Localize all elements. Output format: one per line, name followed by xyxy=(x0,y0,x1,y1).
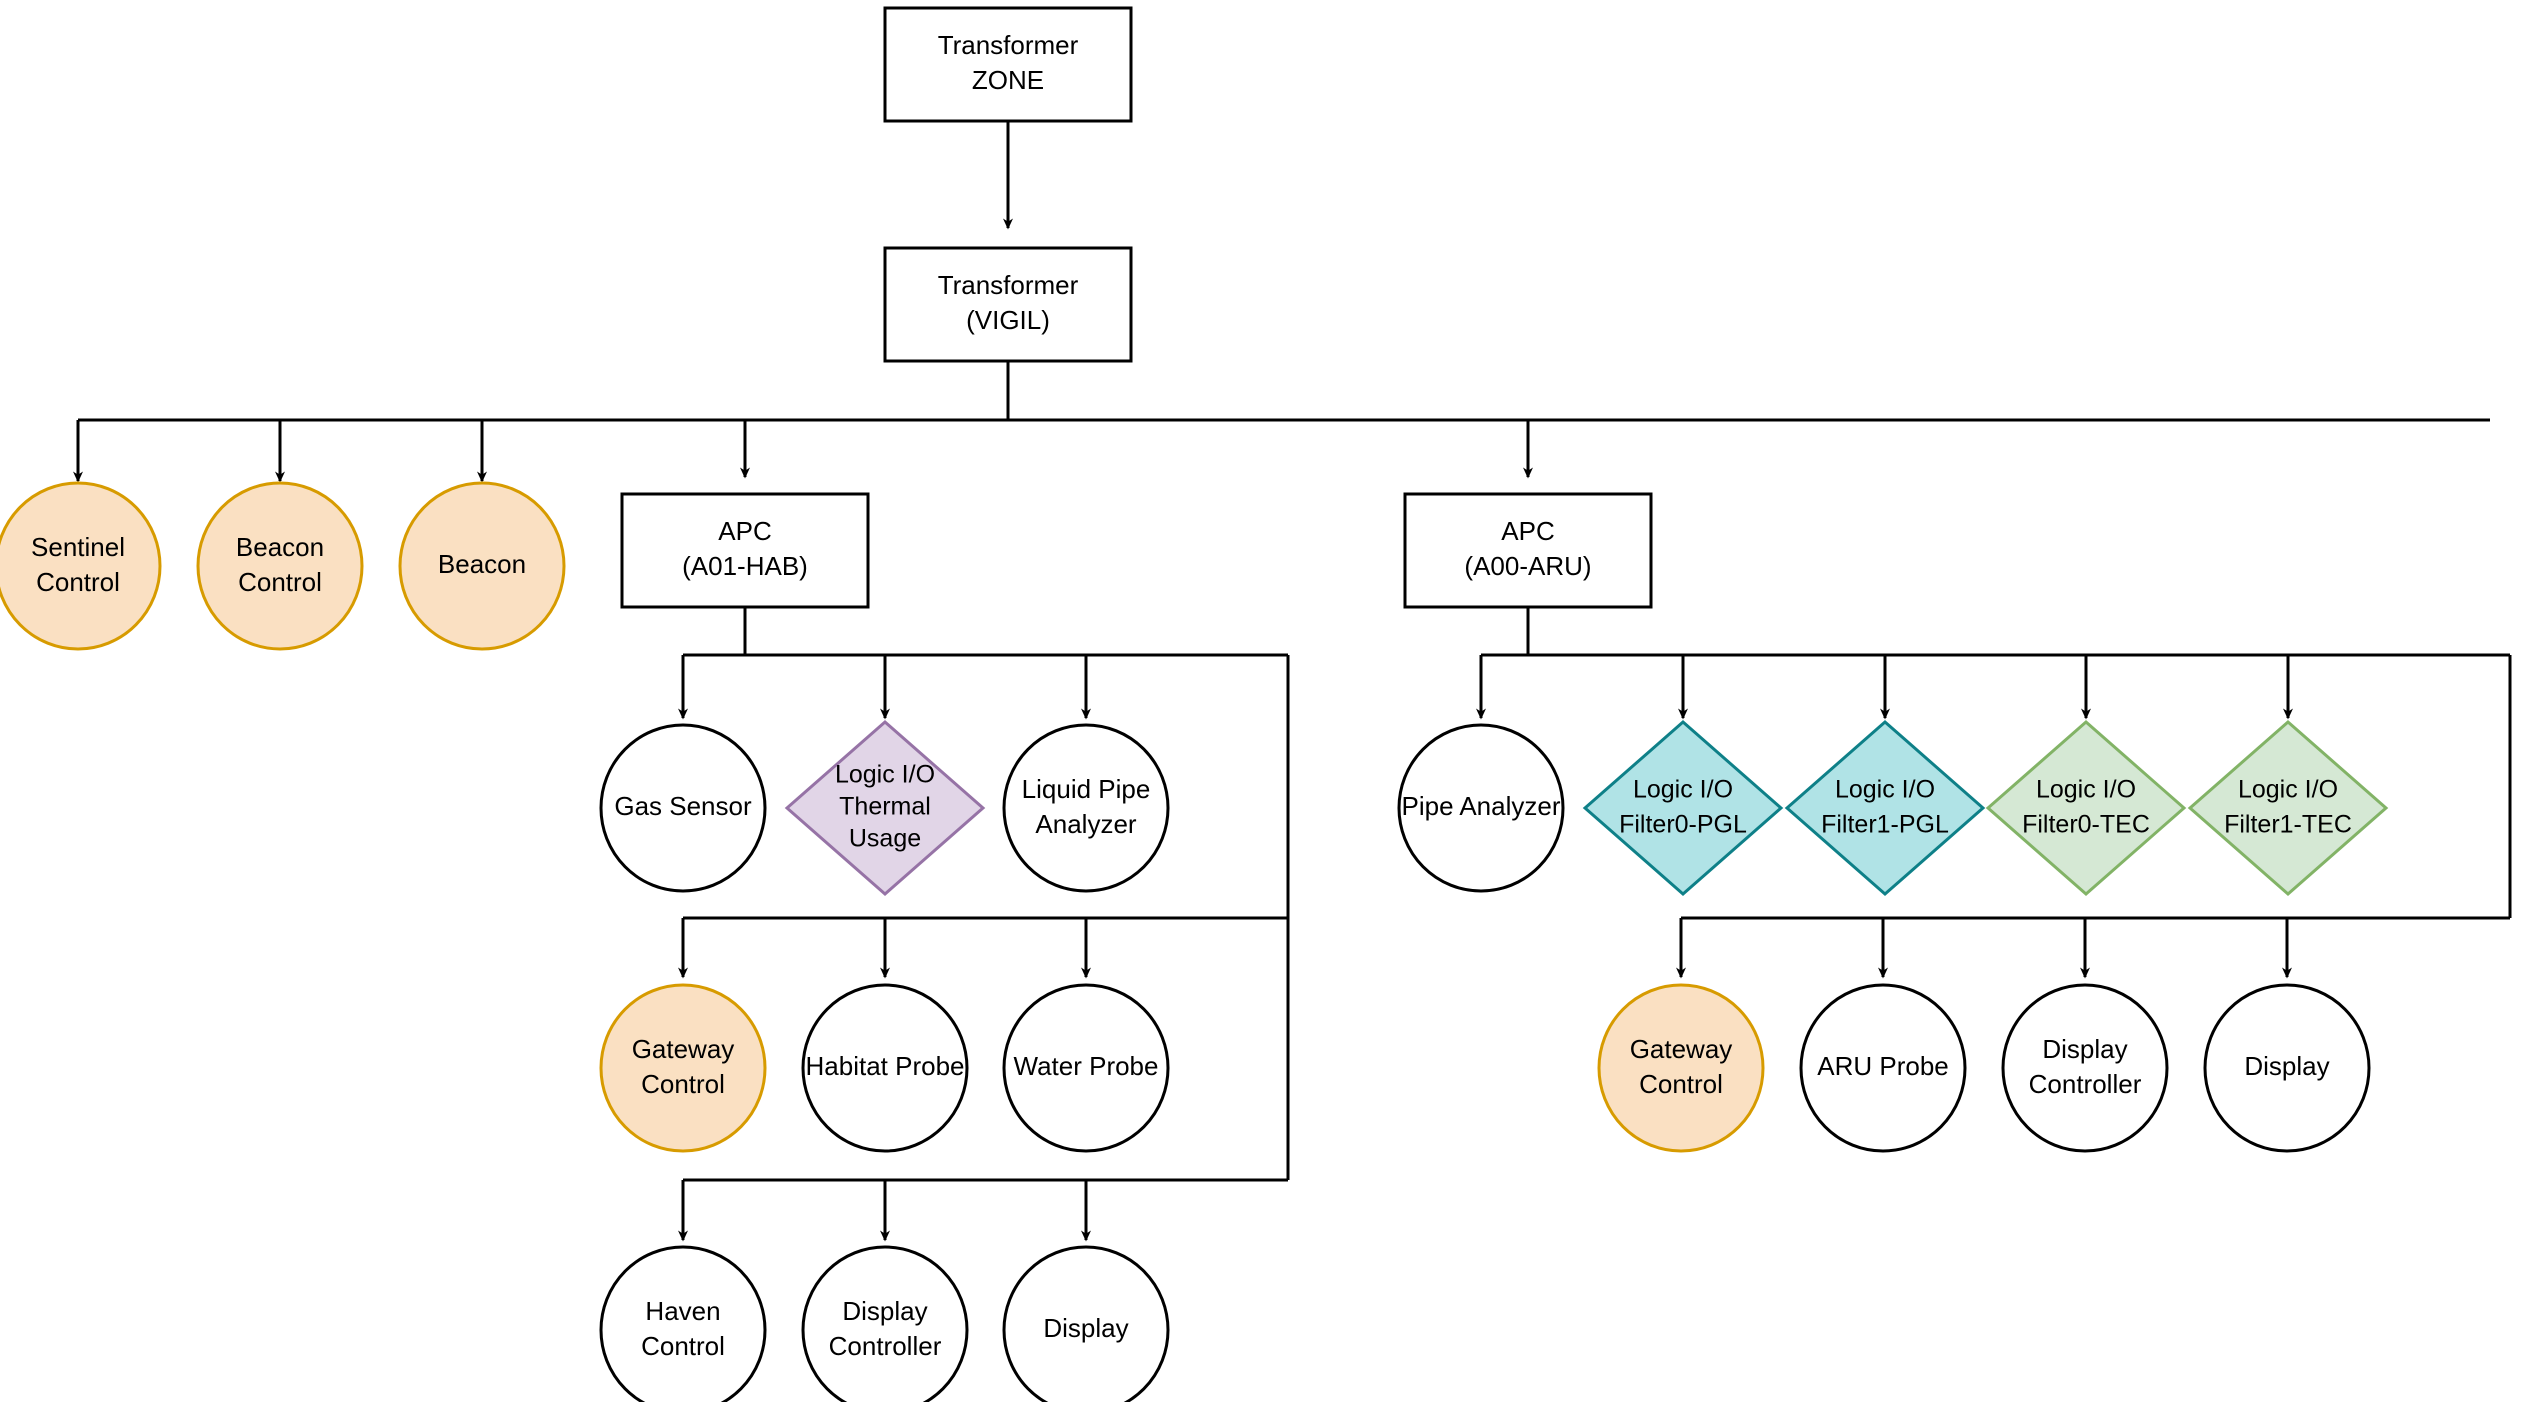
node-gateway-control-hab-shape[interactable] xyxy=(599,983,767,1153)
node-display-controller-hab[interactable]: Display Controller xyxy=(801,1245,969,1402)
node-logic-io-filter1-tec[interactable]: Logic I/O Filter1-TEC xyxy=(2187,720,2389,896)
node-display-controller-hab-shape[interactable] xyxy=(801,1245,969,1402)
node-water-probe-label-line1: Water Probe xyxy=(1014,1051,1159,1081)
node-sentinel-control[interactable]: Sentinel Control xyxy=(0,481,162,651)
node-pipe-analyzer-shape[interactable] xyxy=(1397,723,1565,893)
node-display-controller-aru-shape[interactable] xyxy=(2001,983,2169,1153)
node-display-controller-aru-label-line1: Display xyxy=(2042,1034,2127,1064)
node-logic-io-filter0-pgl[interactable]: Logic I/O Filter0-PGL xyxy=(1582,720,1784,896)
node-haven-control[interactable]: Haven Control xyxy=(599,1245,767,1402)
node-apc-a01-hab-label-line2: (A01-HAB) xyxy=(682,551,808,581)
node-logic-io-thermal-usage[interactable]: Logic I/O Thermal Usage xyxy=(784,720,986,896)
node-display-controller-hab-label-line2: Controller xyxy=(829,1331,942,1361)
node-gateway-control-aru[interactable]: Gateway Control xyxy=(1597,983,1765,1153)
node-gas-sensor-label-line1: Gas Sensor xyxy=(614,791,752,821)
node-beacon-control-label-line2: Control xyxy=(238,567,322,597)
node-beacon-shape[interactable] xyxy=(398,481,566,651)
node-beacon-control-label-line1: Beacon xyxy=(236,532,324,562)
node-display-controller-aru[interactable]: Display Controller xyxy=(2001,983,2169,1153)
node-aru-probe[interactable]: ARU Probe xyxy=(1799,983,1967,1153)
node-display-hab[interactable]: Display xyxy=(1002,1245,1170,1402)
node-habitat-probe-label-line1: Habitat Probe xyxy=(806,1051,965,1081)
node-display-controller-hab-label-line1: Display xyxy=(842,1296,927,1326)
node-habitat-probe-shape[interactable] xyxy=(801,983,969,1153)
node-logic-io-filter0-tec-label-line1: Logic I/O xyxy=(2036,776,2136,804)
node-water-probe[interactable]: Water Probe xyxy=(1002,983,1170,1153)
node-beacon-control-shape[interactable] xyxy=(196,481,364,651)
node-aru-probe-label-line1: ARU Probe xyxy=(1817,1051,1949,1081)
node-beacon[interactable]: Beacon xyxy=(398,481,566,651)
node-sentinel-control-label-line2: Control xyxy=(36,567,120,597)
node-apc-a00-aru-shape[interactable] xyxy=(1403,492,1653,609)
node-gateway-control-hab-label-line1: Gateway xyxy=(632,1034,735,1064)
node-logic-io-filter0-tec-shape[interactable] xyxy=(1985,720,2187,896)
node-display-controller-aru-label-line2: Controller xyxy=(2029,1069,2142,1099)
node-transformer-zone-label-line2: ZONE xyxy=(972,65,1044,95)
node-apc-a00-aru-label-line1: APC xyxy=(1501,516,1554,546)
node-apc-a01-hab-label-line1: APC xyxy=(718,516,771,546)
node-gas-sensor[interactable]: Gas Sensor xyxy=(599,723,767,893)
node-sentinel-control-shape[interactable] xyxy=(0,481,162,651)
node-transformer-vigil[interactable]: Transformer (VIGIL) xyxy=(883,246,1133,363)
node-transformer-zone-shape[interactable] xyxy=(883,6,1133,123)
node-apc-a00-aru-label-line2: (A00-ARU) xyxy=(1464,551,1591,581)
node-pipe-analyzer-label-line1: Pipe Analyzer xyxy=(1402,791,1561,821)
node-liquid-pipe-analyzer-shape[interactable] xyxy=(1002,723,1170,893)
node-transformer-vigil-label-line2: (VIGIL) xyxy=(966,305,1050,335)
node-logic-io-filter0-pgl-label-line1: Logic I/O xyxy=(1633,776,1733,804)
node-haven-control-label-line1: Haven xyxy=(645,1296,720,1326)
node-logic-io-thermal-usage-label-line2: Thermal xyxy=(839,793,931,821)
node-aru-probe-shape[interactable] xyxy=(1799,983,1967,1153)
node-beacon-control[interactable]: Beacon Control xyxy=(196,481,364,651)
node-liquid-pipe-analyzer[interactable]: Liquid Pipe Analyzer xyxy=(1002,723,1170,893)
node-sentinel-control-label-line1: Sentinel xyxy=(31,532,125,562)
node-liquid-pipe-analyzer-label-line2: Analyzer xyxy=(1035,809,1136,839)
node-layer: Transformer ZONE Transformer (VIGIL) Sen… xyxy=(0,6,2389,1402)
node-logic-io-thermal-usage-label-line1: Logic I/O xyxy=(835,761,935,789)
node-logic-io-filter1-tec-shape[interactable] xyxy=(2187,720,2389,896)
node-pipe-analyzer[interactable]: Pipe Analyzer xyxy=(1397,723,1565,893)
node-logic-io-filter0-pgl-shape[interactable] xyxy=(1582,720,1784,896)
node-logic-io-thermal-usage-shape[interactable] xyxy=(784,720,986,896)
node-logic-io-filter1-pgl-label-line2: Filter1-PGL xyxy=(1821,811,1949,839)
node-logic-io-filter0-pgl-label-line2: Filter0-PGL xyxy=(1619,811,1747,839)
node-beacon-label-line1: Beacon xyxy=(438,549,526,579)
node-gateway-control-aru-label-line2: Control xyxy=(1639,1069,1723,1099)
node-logic-io-filter0-tec[interactable]: Logic I/O Filter0-TEC xyxy=(1985,720,2187,896)
node-logic-io-filter1-pgl[interactable]: Logic I/O Filter1-PGL xyxy=(1784,720,1986,896)
node-logic-io-thermal-usage-label-line3: Usage xyxy=(849,825,921,853)
node-liquid-pipe-analyzer-label-line1: Liquid Pipe xyxy=(1022,774,1151,804)
edge-layer xyxy=(73,121,2512,1242)
node-transformer-vigil-shape[interactable] xyxy=(883,246,1133,363)
node-display-aru-label-line1: Display xyxy=(2244,1051,2329,1081)
node-haven-control-shape[interactable] xyxy=(599,1245,767,1402)
node-display-aru-shape[interactable] xyxy=(2203,983,2371,1153)
node-logic-io-filter1-pgl-shape[interactable] xyxy=(1784,720,1986,896)
node-logic-io-filter1-tec-label-line1: Logic I/O xyxy=(2238,776,2338,804)
node-apc-a01-hab[interactable]: APC (A01-HAB) xyxy=(620,492,870,609)
node-transformer-vigil-label-line1: Transformer xyxy=(938,270,1079,300)
node-logic-io-filter1-pgl-label-line1: Logic I/O xyxy=(1835,776,1935,804)
node-haven-control-label-line2: Control xyxy=(641,1331,725,1361)
node-logic-io-filter0-tec-label-line2: Filter0-TEC xyxy=(2022,811,2150,839)
node-gateway-control-aru-label-line1: Gateway xyxy=(1630,1034,1733,1064)
node-transformer-zone[interactable]: Transformer ZONE xyxy=(883,6,1133,123)
node-water-probe-shape[interactable] xyxy=(1002,983,1170,1153)
node-gas-sensor-shape[interactable] xyxy=(599,723,767,893)
node-apc-a01-hab-shape[interactable] xyxy=(620,492,870,609)
node-display-aru[interactable]: Display xyxy=(2203,983,2371,1153)
node-gateway-control-hab[interactable]: Gateway Control xyxy=(599,983,767,1153)
node-habitat-probe[interactable]: Habitat Probe xyxy=(801,983,969,1153)
node-apc-a00-aru[interactable]: APC (A00-ARU) xyxy=(1403,492,1653,609)
node-transformer-zone-label-line1: Transformer xyxy=(938,30,1079,60)
node-gateway-control-hab-label-line2: Control xyxy=(641,1069,725,1099)
node-display-hab-shape[interactable] xyxy=(1002,1245,1170,1402)
node-display-hab-label-line1: Display xyxy=(1043,1313,1128,1343)
node-gateway-control-aru-shape[interactable] xyxy=(1597,983,1765,1153)
node-logic-io-filter1-tec-label-line2: Filter1-TEC xyxy=(2224,811,2352,839)
